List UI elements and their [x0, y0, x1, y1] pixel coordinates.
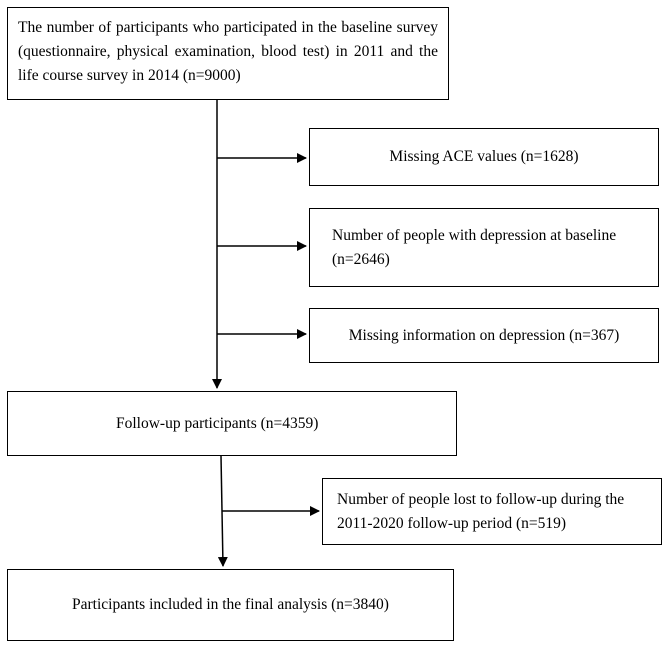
final-analysis-text: Participants included in the final analy… — [72, 596, 389, 613]
baseline-depression-text: Number of people with depression at base… — [332, 226, 617, 268]
missing-depression-text: Missing information on depression (n=367… — [348, 326, 620, 344]
missing-ace-box: Missing ACE values (n=1628) — [309, 128, 659, 186]
baseline-depression-box: Number of people with depression at base… — [309, 208, 659, 287]
baseline-participants-box: The number of participants who participa… — [7, 7, 449, 100]
missing-depression-box: Missing information on depression (n=367… — [309, 308, 659, 363]
lost-to-followup-text: Number of people lost to follow-up durin… — [337, 490, 625, 532]
followup-participants-text: Follow-up participants (n=4359) — [116, 414, 319, 432]
lost-to-followup-box: Number of people lost to follow-up durin… — [322, 478, 662, 545]
followup-participants-box: Follow-up participants (n=4359) — [7, 391, 457, 456]
baseline-participants-text: The number of participants who participa… — [18, 19, 438, 84]
missing-ace-text: Missing ACE values (n=1628) — [389, 148, 579, 165]
arrow-followup-to-final — [217, 455, 228, 567]
final-analysis-box: Participants included in the final analy… — [7, 569, 454, 641]
